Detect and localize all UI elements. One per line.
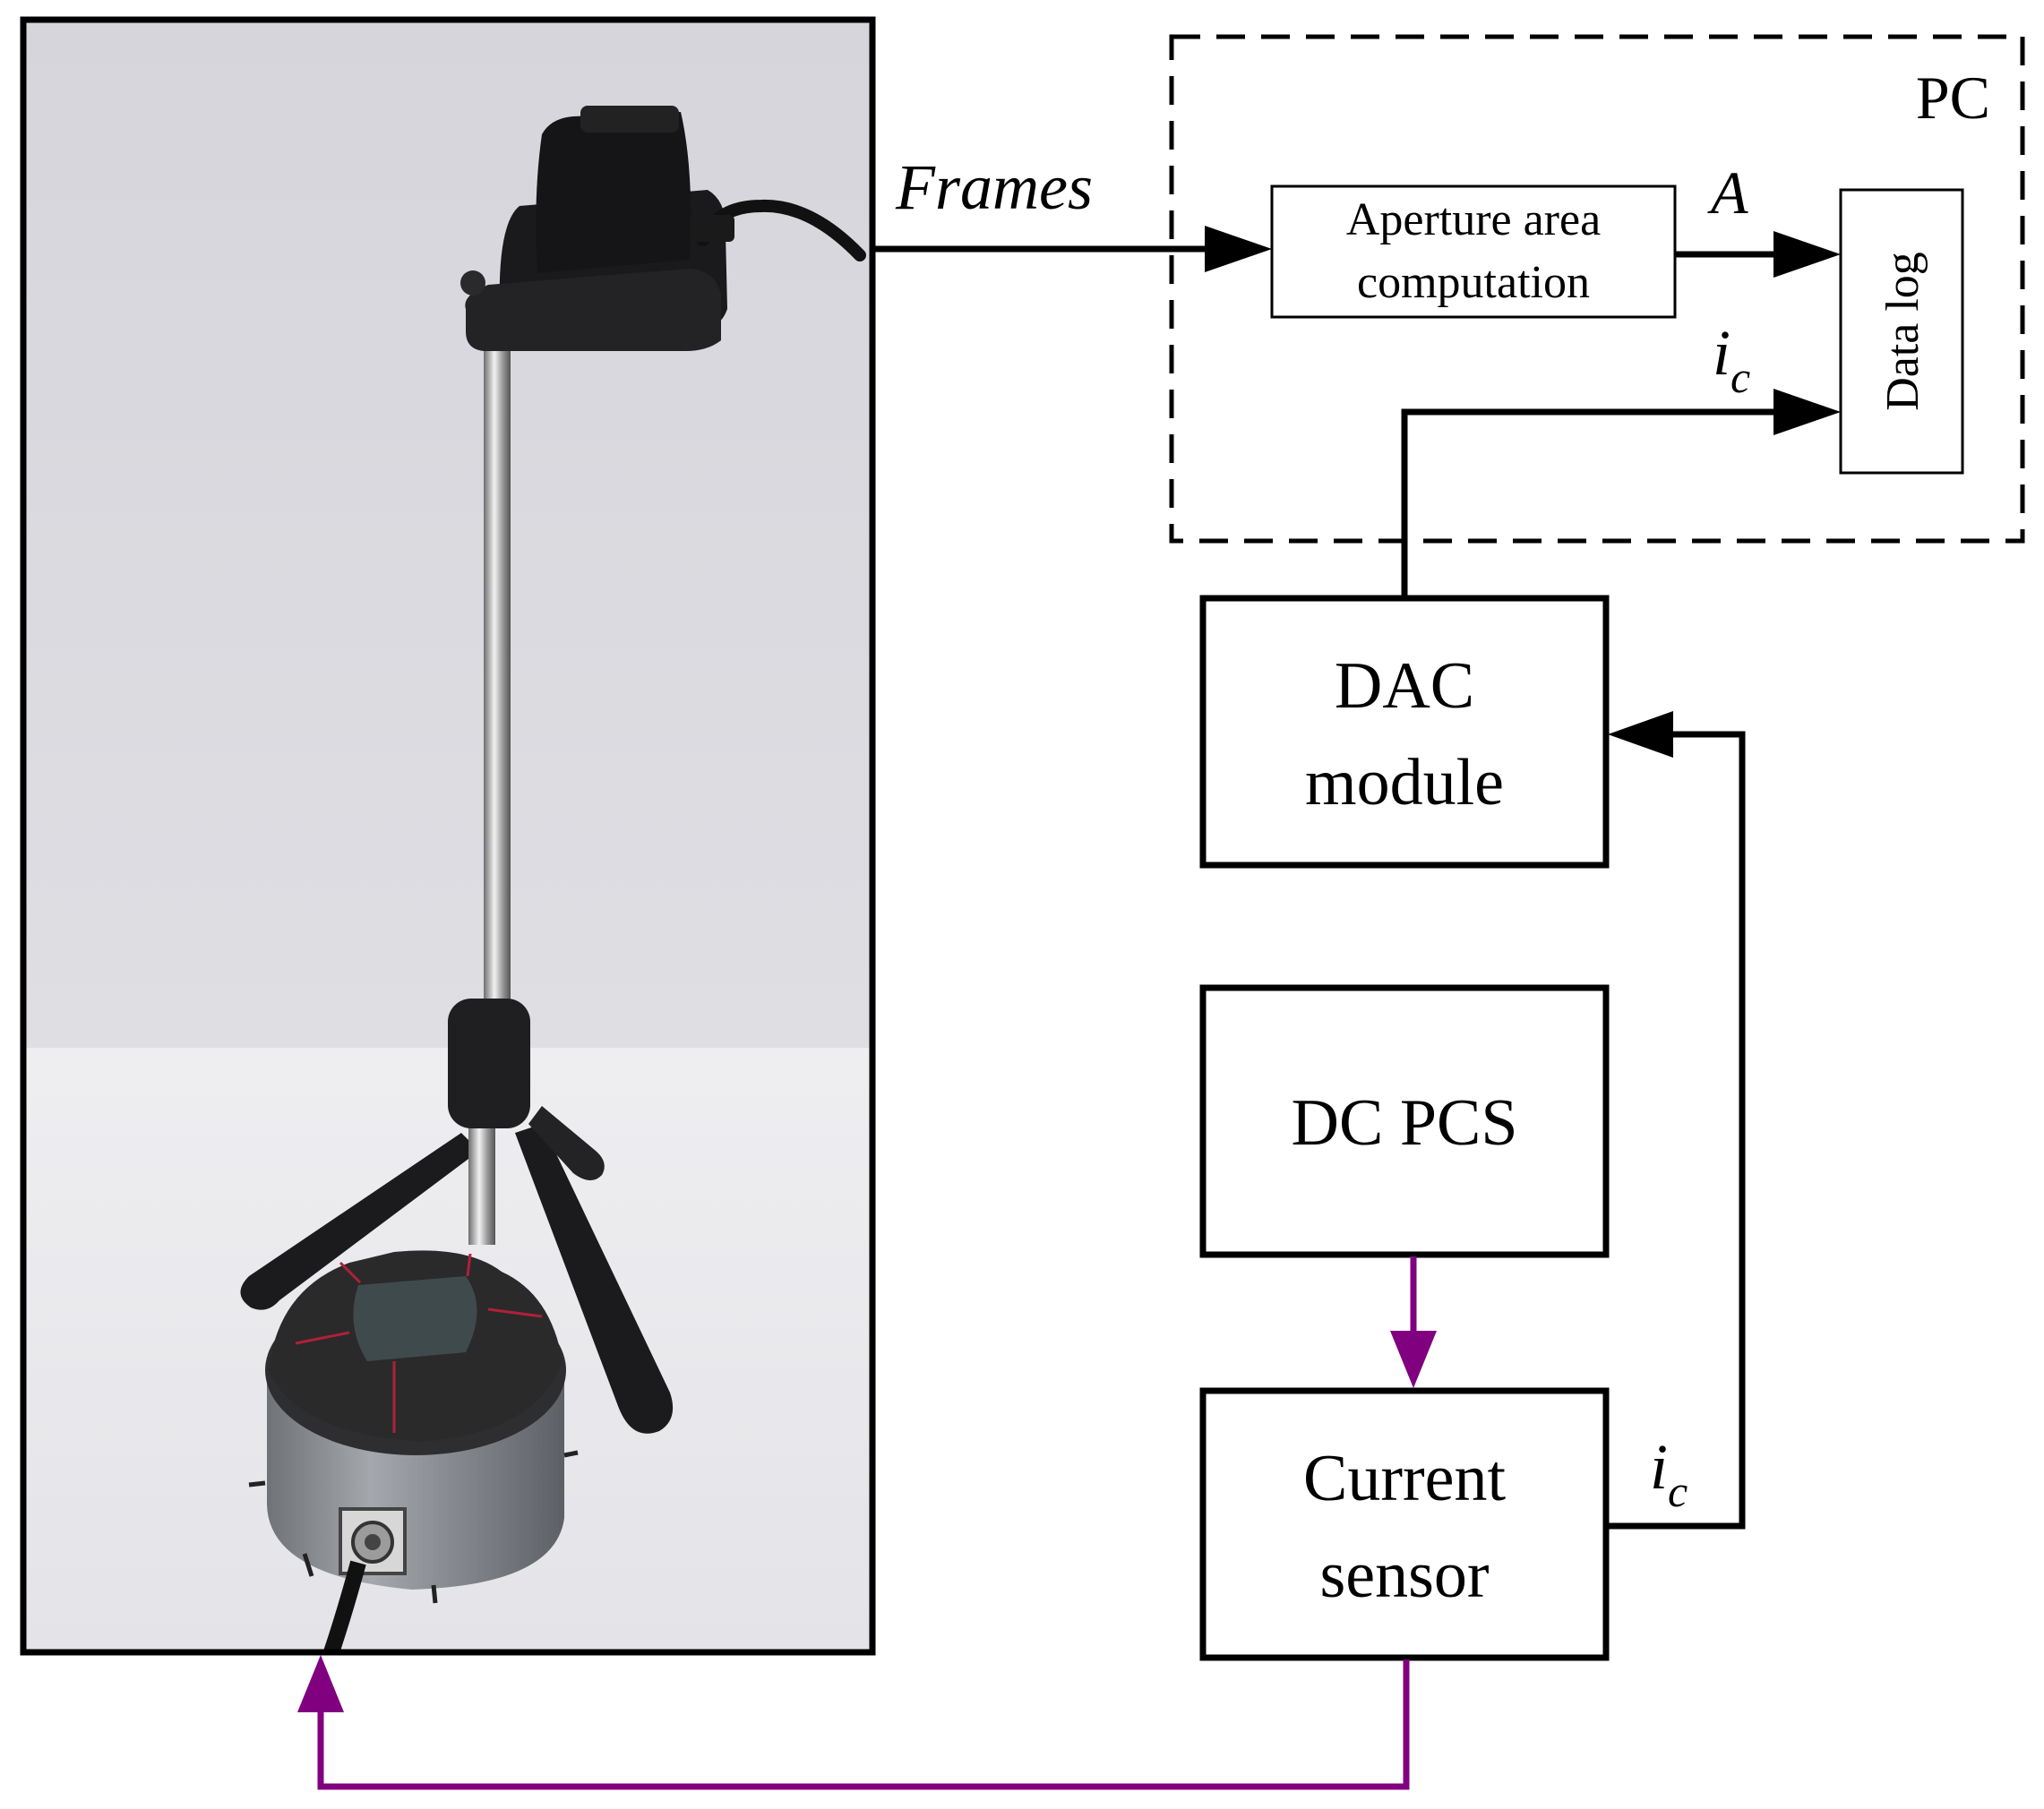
a-signal-label: A — [1707, 159, 1748, 227]
pcs-to-sensor-arrowhead — [1390, 1331, 1437, 1388]
ic-label-top: ic — [1713, 317, 1750, 402]
aperture-computation-box — [1270, 184, 1677, 319]
data-log-label: Data log — [1877, 252, 1928, 411]
ic-to-datalog-line — [1401, 408, 1832, 596]
frames-label: Frames — [895, 151, 1093, 223]
current-sensor-box — [1199, 1387, 1610, 1661]
sensor-to-gripper-arrowhead — [297, 1655, 344, 1712]
tripod-knuckle — [448, 999, 530, 1128]
pc-boundary — [1169, 34, 2025, 544]
sensor-label-line1: Current — [1303, 1442, 1506, 1515]
dac-label-line2: module — [1305, 746, 1504, 819]
ic-to-datalog-arrowhead — [1773, 389, 1841, 435]
pc-label: PC — [1916, 64, 1990, 132]
ic-feedback-arrowhead — [1608, 711, 1673, 758]
aperture-label-line2: computation — [1357, 257, 1590, 308]
photo-panel — [20, 16, 876, 1656]
dac-module-box — [1199, 595, 1610, 869]
tripod-stand-icon — [240, 331, 674, 1434]
photo-frame — [20, 16, 876, 1656]
sensor-to-gripper-line — [317, 1659, 1410, 1790]
dc-pcs-box — [1199, 984, 1610, 1258]
gripper-base-icon — [248, 1250, 579, 1655]
frames-arrowhead — [1205, 226, 1272, 272]
webcam-icon — [460, 106, 866, 351]
aperture-label-line1: Aperture area — [1346, 194, 1601, 245]
telescopic-pole — [484, 331, 511, 1021]
ic-feedback-line — [1606, 731, 1746, 1530]
dac-label-line1: DAC — [1335, 649, 1474, 723]
sensor-label-line2: sensor — [1319, 1539, 1489, 1612]
a-arrowhead — [1773, 231, 1841, 278]
sensor-cable — [323, 1560, 366, 1655]
ic-label-bottom: ic — [1650, 1431, 1688, 1516]
data-log-box — [1839, 188, 1964, 475]
dcpcs-label: DC PCS — [1292, 1086, 1518, 1160]
